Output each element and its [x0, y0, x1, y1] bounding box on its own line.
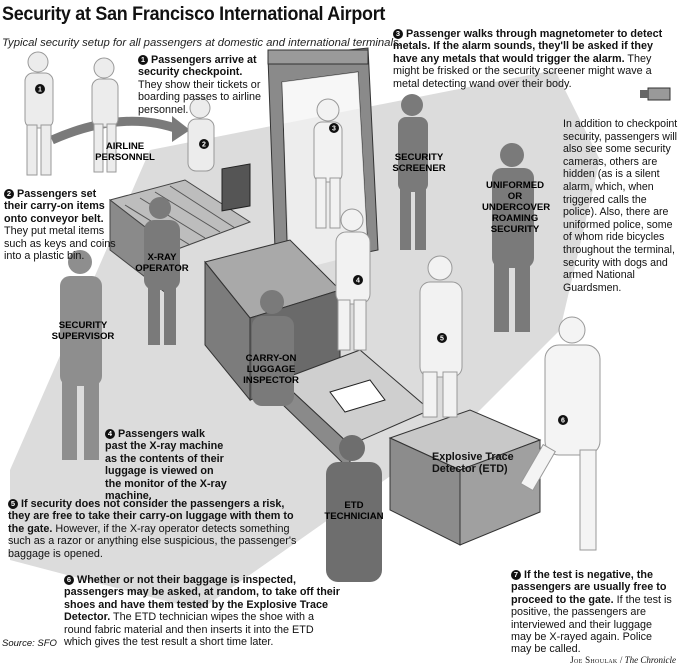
label-roaming-security: UNIFORMED OR UNDERCOVER ROAMING SECURITY: [482, 180, 551, 235]
credit-publication: The Chronicle: [624, 655, 676, 665]
credit-author: Joe Shoulak: [570, 655, 618, 665]
passenger-figure-4: [335, 208, 371, 351]
marker-3: 3: [332, 126, 336, 133]
label-xray-operator: X-RAY OPERATOR: [135, 252, 189, 274]
side-note: In addition to checkpoint security, pass…: [563, 118, 678, 294]
passenger-figure-3: [313, 98, 343, 229]
label-etd-machine: Explosive Trace Detector (ETD): [432, 451, 514, 476]
figure-number-markers: 1 2 3 4 5 6: [35, 84, 568, 425]
label-security-screener: SECURITY SCREENER: [392, 152, 446, 174]
marker-5: 5: [440, 336, 444, 343]
walk-arrow-head: [172, 116, 190, 142]
page-subtitle: Typical security setup for all passenger…: [2, 37, 402, 49]
label-airline-personnel: AIRLINE PERSONNEL: [95, 141, 155, 163]
etd-technician-figure: [326, 435, 382, 582]
label-etd-technician: ETD TECHNICIAN: [324, 500, 384, 522]
marker-4: 4: [356, 278, 360, 285]
page-title: Security at San Francisco International …: [2, 3, 386, 25]
passenger-figure-1: [24, 51, 119, 176]
carryon-inspector-figure: [252, 290, 294, 406]
security-screener-figure: [398, 94, 428, 250]
passenger-figure-6: [519, 316, 601, 551]
etd-machine: [388, 409, 542, 546]
security-camera: [640, 87, 671, 101]
passenger-figure-5: [419, 255, 463, 418]
marker-6: 6: [561, 418, 565, 425]
source-note: Source: SFO: [2, 638, 57, 649]
roaming-security-figure: [492, 143, 534, 332]
marker-2: 2: [202, 142, 206, 149]
credit-line: Joe Shoulak / The Chronicle: [570, 655, 676, 665]
xray-operator-figure: [144, 197, 180, 345]
marker-1: 1: [38, 87, 42, 94]
security-supervisor-figure: [60, 250, 102, 460]
label-security-supervisor: SECURITY SUPERVISOR: [51, 320, 115, 342]
label-carryon-inspector: CARRY-ON LUGGAGE INSPECTOR: [243, 353, 299, 386]
